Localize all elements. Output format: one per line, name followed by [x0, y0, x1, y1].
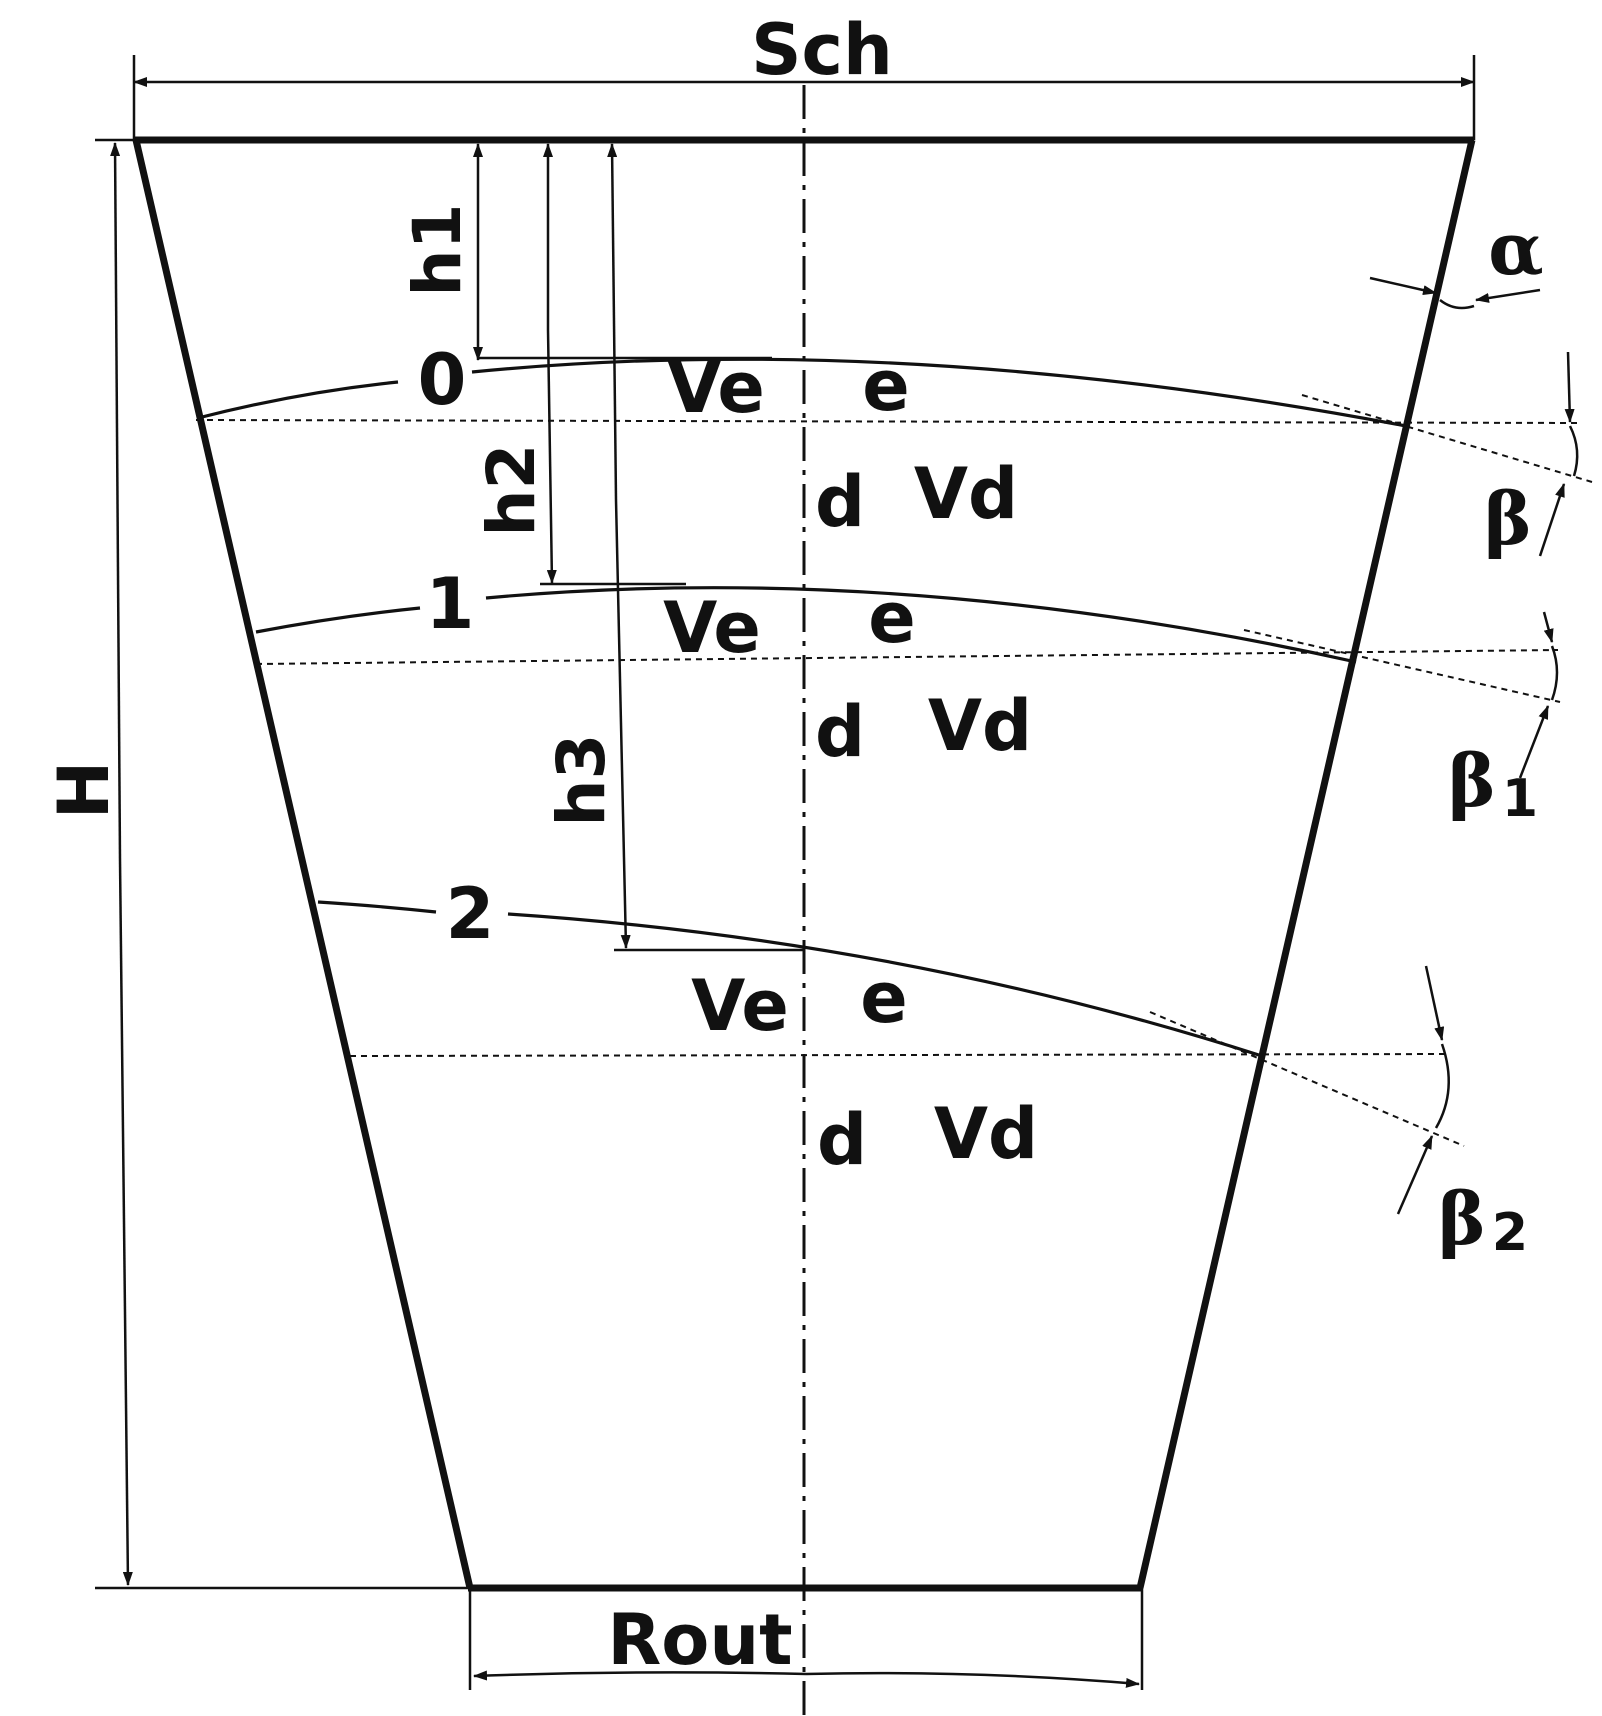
- alpha-arc: [1439, 299, 1475, 310]
- beta-label: β: [1484, 476, 1532, 561]
- rout-label: Rout: [607, 1599, 792, 1681]
- left-edge: [132, 139, 474, 1589]
- level-1-e-label: e: [868, 577, 915, 659]
- level-0-vd-label: Vd: [914, 453, 1018, 535]
- level-2-curve-left: [317, 900, 437, 914]
- beta2-subscript: 2: [1492, 1203, 1528, 1263]
- level-2-e-label: e: [860, 957, 907, 1039]
- level-1-vd-label: Vd: [928, 685, 1032, 767]
- level-2-vd-label: Vd: [934, 1093, 1038, 1175]
- level-2-label: 2: [446, 873, 495, 955]
- beta-arc: [1568, 425, 1579, 477]
- alpha-arrow-left: [1369, 276, 1437, 295]
- level-0-label: 0: [418, 339, 467, 421]
- beta-arrow-bottom: [1538, 483, 1566, 557]
- h3-label: h3: [543, 734, 620, 827]
- h2-label: h2: [473, 444, 550, 537]
- beta1-arrow-bottom: [1518, 705, 1550, 779]
- level-2-curve: [507, 912, 1263, 1058]
- beta1-label: β: [1448, 738, 1496, 823]
- rout-dimension-line: [473, 1670, 807, 1681]
- level-1-curve-left: [255, 606, 421, 634]
- h-label: H: [43, 761, 125, 820]
- h3-dimension-line-bottom: [614, 499, 631, 949]
- beta1-subscript: 1: [1502, 769, 1538, 829]
- level-1-d-label: d: [815, 691, 865, 773]
- h3-dimension-line: [607, 143, 618, 501]
- level-0-curve: [471, 357, 1407, 428]
- level-1-ve-label: Ve: [663, 587, 761, 669]
- beta1-arrow-top: [1542, 611, 1554, 643]
- level-2-ve-label: Ve: [691, 965, 789, 1047]
- right-edge: [1136, 139, 1476, 1589]
- h-dimension-line: [110, 142, 122, 861]
- level-0-d-label: d: [815, 461, 865, 543]
- h1-label: h1: [399, 204, 476, 297]
- alpha-arrow-right: [1475, 288, 1541, 303]
- rout-dimension-line-right: [805, 1671, 1140, 1688]
- beta2-label: β: [1438, 1176, 1486, 1261]
- h-dimension-line-bottom: [118, 859, 133, 1586]
- level-0-e-label: e: [862, 345, 909, 427]
- level-0-curve-left: [197, 380, 399, 420]
- level-1-dashed-line: [255, 649, 1559, 665]
- beta1-arc: [1550, 645, 1559, 701]
- level-2-tangent: [1149, 1011, 1465, 1147]
- sch-label: Sch: [751, 9, 893, 91]
- level-0-ve-label: Ve: [667, 347, 765, 429]
- level-0-tangent: [1301, 394, 1593, 483]
- beta2-arc: [1434, 1043, 1450, 1129]
- level-1-label: 1: [426, 563, 475, 645]
- beta2-arrow-bottom: [1396, 1135, 1434, 1215]
- level-1-tangent: [1243, 629, 1561, 703]
- beta2-arrow-top: [1424, 965, 1445, 1041]
- alpha-label: α: [1488, 206, 1543, 291]
- level-1-curve: [485, 586, 1357, 664]
- beta-arrow-top: [1564, 351, 1575, 423]
- level-2-dashed-line: [349, 1053, 1451, 1057]
- h2-dimension-line-bottom: [546, 329, 557, 584]
- level-2-d-label: d: [817, 1099, 867, 1181]
